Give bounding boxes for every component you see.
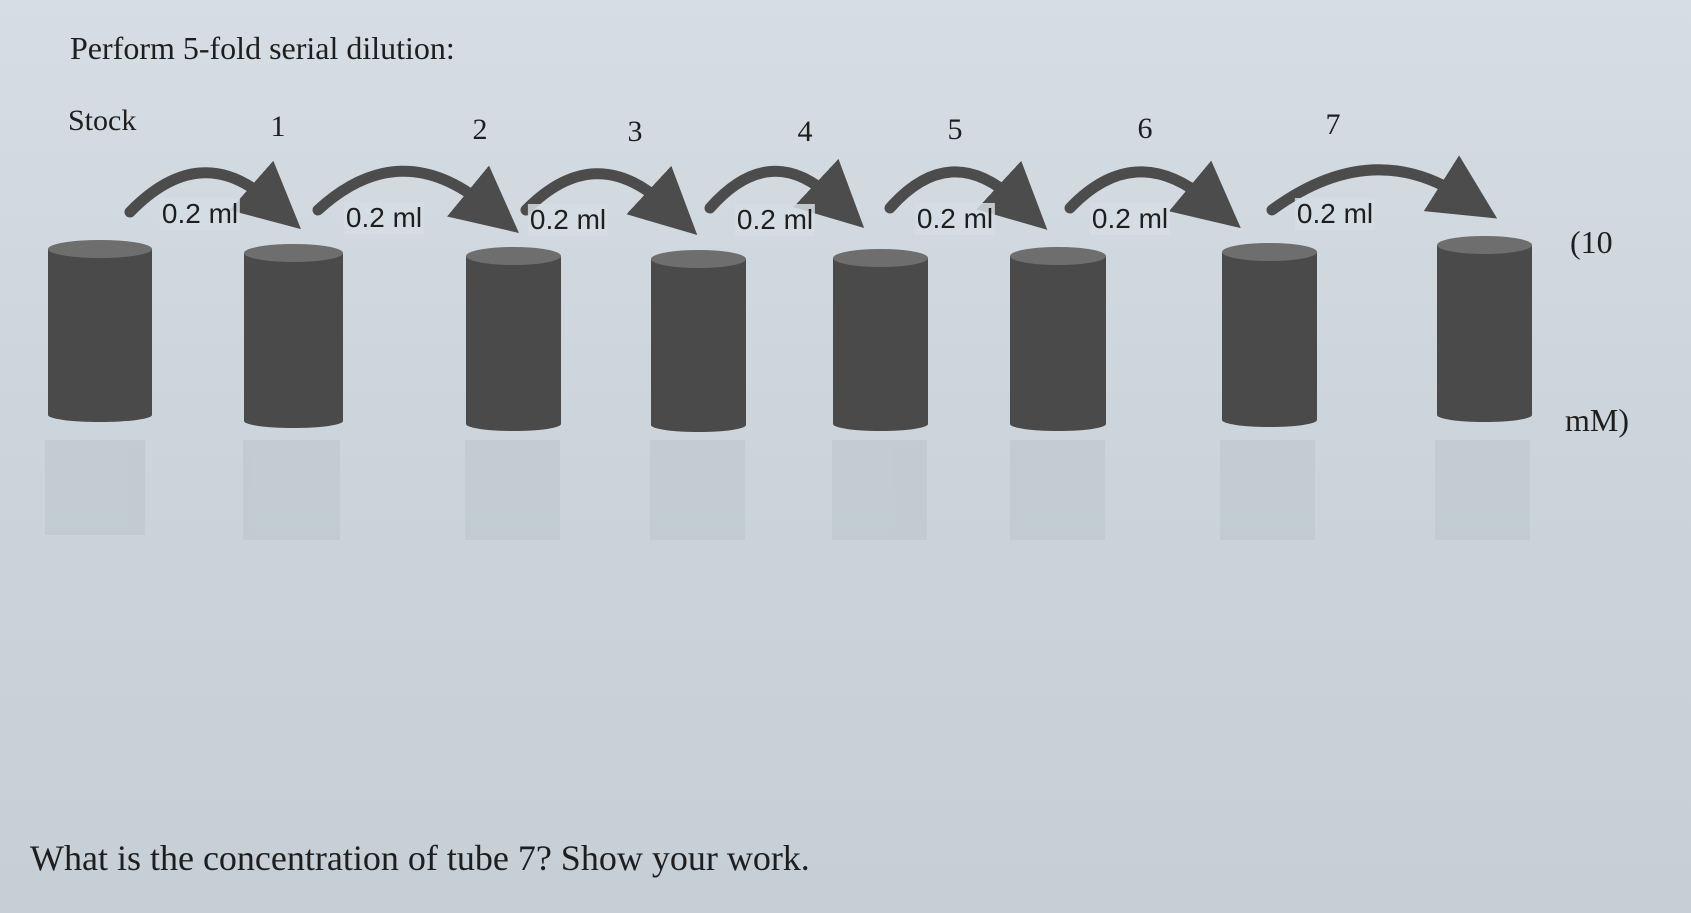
page-title: Perform 5-fold serial dilution: <box>70 30 455 66</box>
stock-label: Stock <box>68 104 137 137</box>
tube-6 <box>1222 243 1317 427</box>
transfer-arrow-3 <box>520 165 698 235</box>
transfer-arrow-4 <box>704 158 865 229</box>
tube-shadow-3 <box>650 440 745 540</box>
concentration-units-close: mM) <box>1565 402 1629 438</box>
tube-shadow-1 <box>243 440 340 540</box>
tube-4 <box>833 249 928 431</box>
tube-number-6: 6 <box>1137 112 1153 145</box>
transfer-arrow-2 <box>312 165 519 233</box>
transfer-volume-1: 0.2 ml <box>159 198 241 230</box>
transfer-volume-2: 0.2 ml <box>343 202 425 234</box>
transfer-volume-3: 0.2 ml <box>527 204 609 236</box>
transfer-volume-7: 0.2 ml <box>1294 198 1376 230</box>
transfer-arrow-6 <box>1064 160 1241 229</box>
tube-number-2: 2 <box>472 113 488 146</box>
tube-2 <box>466 247 561 431</box>
tube-shadow-stock <box>45 440 145 535</box>
tube-5 <box>1010 247 1106 431</box>
tube-7 <box>1437 236 1532 422</box>
tube-number-3: 3 <box>627 115 643 148</box>
tube-shadow-2 <box>465 440 560 540</box>
transfer-volume-4: 0.2 ml <box>734 204 816 236</box>
concentration-units-open: (10 <box>1570 224 1613 260</box>
question-text: What is the concentration of tube 7? Sho… <box>30 838 810 878</box>
tube-number-7: 7 <box>1325 108 1341 141</box>
tube-number-1: 1 <box>270 110 286 143</box>
tube-1 <box>244 244 343 428</box>
transfer-arrow-7 <box>1266 155 1498 219</box>
tube-shadow-4 <box>832 440 927 540</box>
transfer-arrow-5 <box>884 160 1048 230</box>
tube-number-4: 4 <box>797 115 813 148</box>
transfer-volume-5: 0.2 ml <box>914 203 996 235</box>
tube-3 <box>651 250 746 432</box>
tube-stock <box>48 240 152 422</box>
transfer-arrow-1 <box>124 160 302 230</box>
transfer-volume-6: 0.2 ml <box>1089 203 1171 235</box>
tube-shadow-7 <box>1435 440 1530 540</box>
tube-shadow-5 <box>1010 440 1105 540</box>
tube-number-5: 5 <box>947 113 963 146</box>
tube-shadow-6 <box>1220 440 1315 540</box>
